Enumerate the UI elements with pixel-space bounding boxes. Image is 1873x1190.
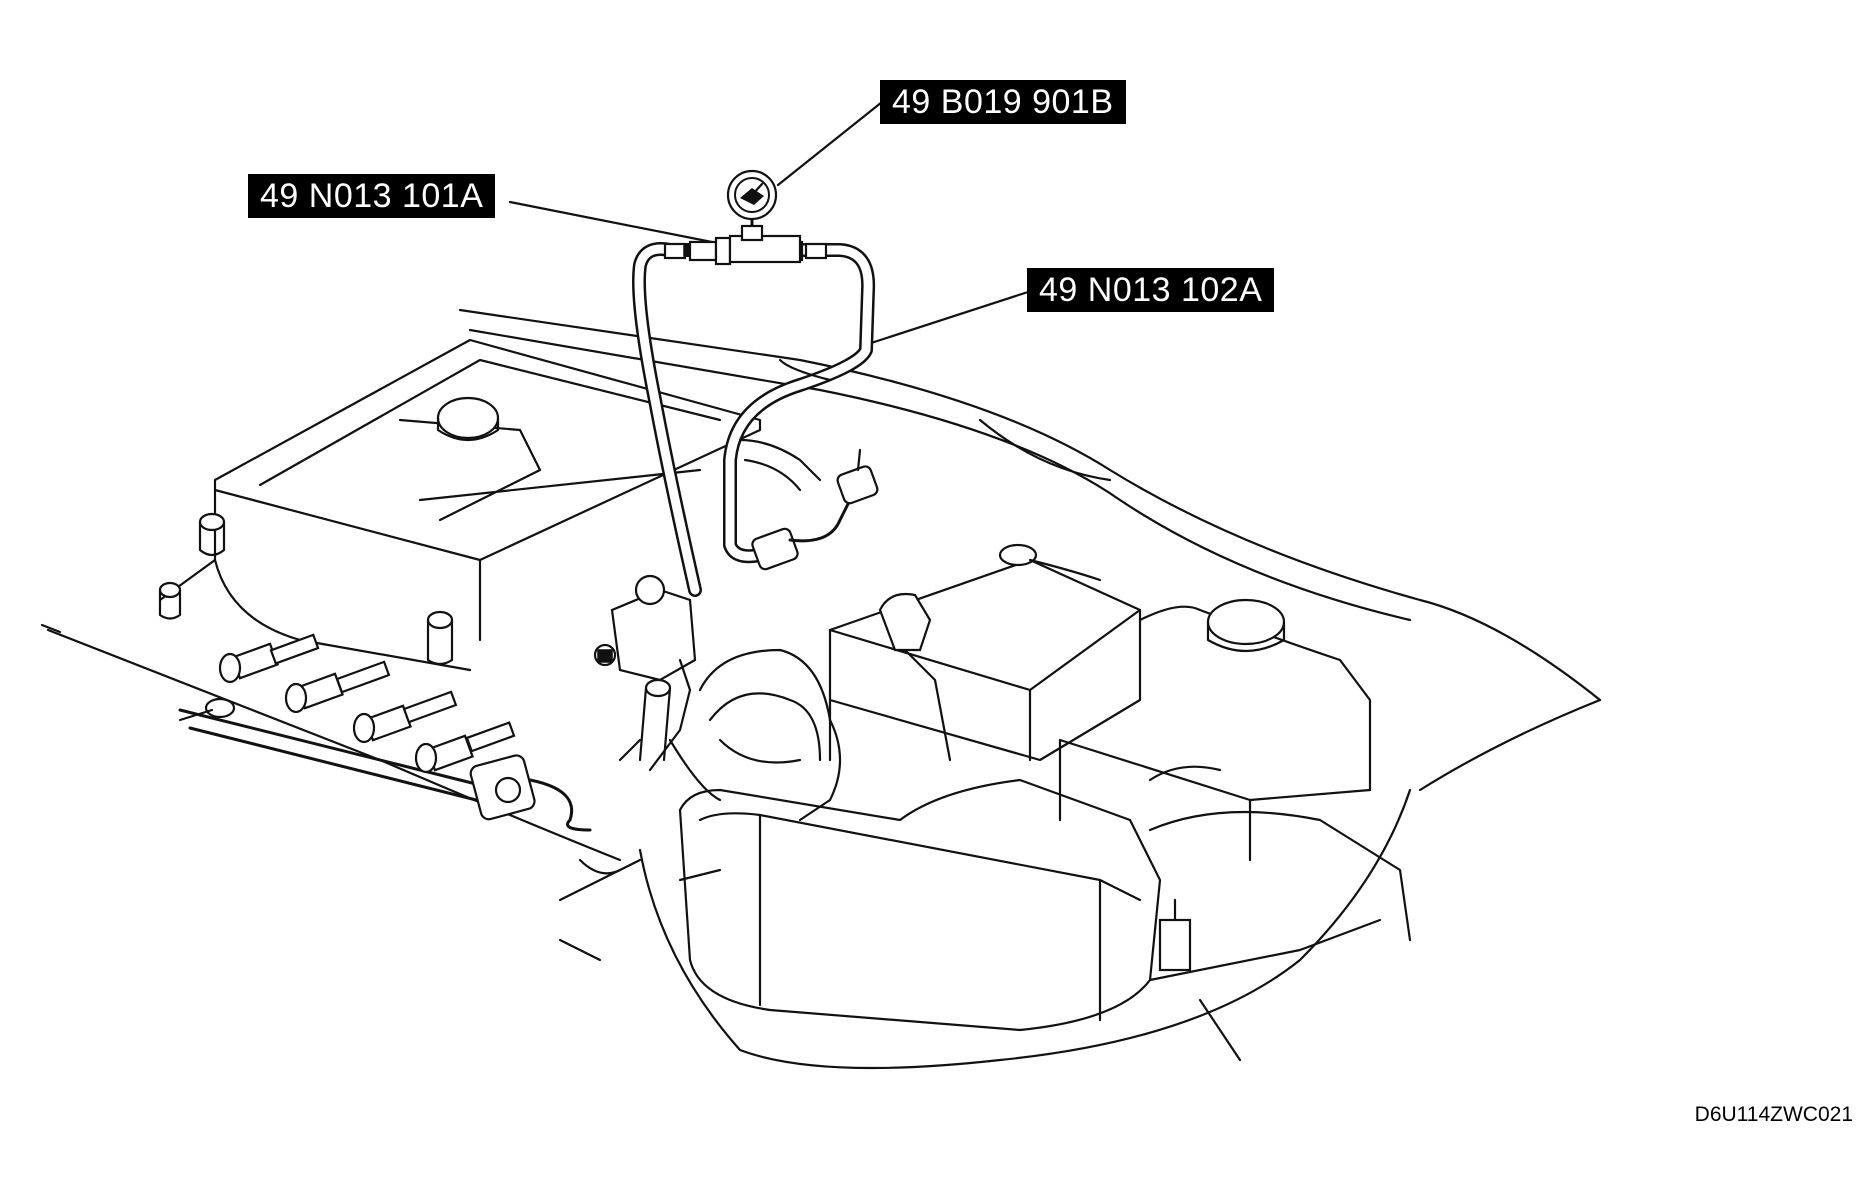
coolant-reservoir xyxy=(1058,598,1372,862)
leader-line-hose-b xyxy=(866,290,1030,346)
leader-line-gauge xyxy=(776,100,884,187)
hose-end-connector xyxy=(751,448,879,571)
misc-detail-lines xyxy=(558,358,1222,962)
cylinder-head-cover xyxy=(158,338,762,672)
fuel-rail-injectors xyxy=(178,633,592,832)
battery xyxy=(828,543,1142,762)
test-hose-assembly xyxy=(632,236,879,597)
label-pressure-gauge: 49 B019 901B xyxy=(880,80,1126,124)
leader-line-hose-a xyxy=(508,200,724,246)
air-cleaner-box xyxy=(678,778,1412,1032)
intake-duct xyxy=(618,438,842,822)
label-hose-adapter-a: 49 N013 101A xyxy=(248,174,496,218)
figure-code: D6U114ZWC021 xyxy=(1694,1103,1853,1126)
label-hose-adapter-b: 49 N013 102A xyxy=(1027,268,1275,312)
injector-2 xyxy=(284,660,391,714)
leader-lines xyxy=(508,100,1030,346)
injector-4 xyxy=(414,721,516,774)
battery-terminal xyxy=(998,543,1038,567)
injector-1 xyxy=(218,633,320,684)
injector-3 xyxy=(352,690,458,744)
fuel-filter-connection xyxy=(593,574,697,772)
pressure-gauge xyxy=(726,169,802,264)
pressure-regulator xyxy=(469,754,592,832)
oil-filler-cap xyxy=(436,396,500,440)
